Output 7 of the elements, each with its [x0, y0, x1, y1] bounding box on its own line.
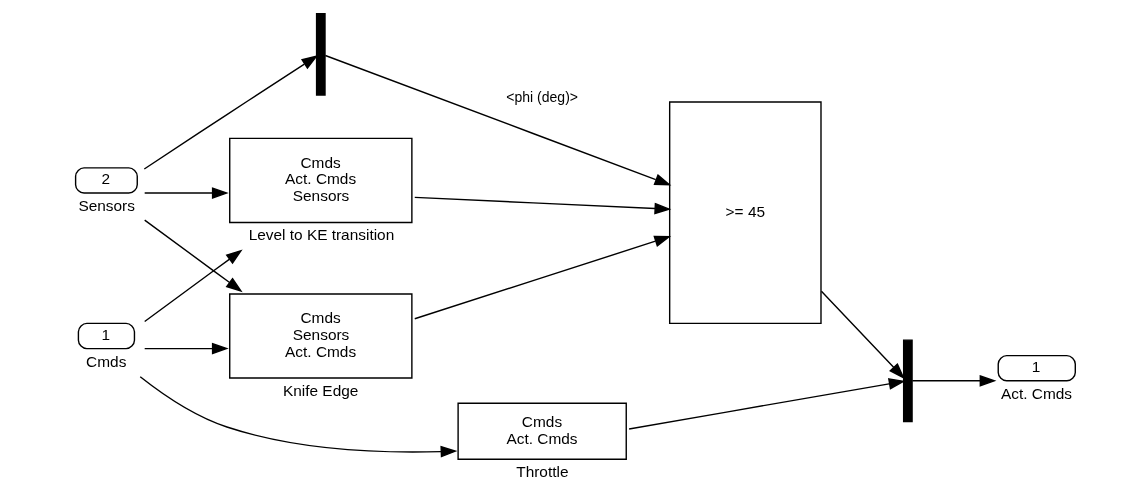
node-label: Knife Edge: [282, 381, 359, 399]
edge-label: <phi (deg)>: [506, 88, 578, 105]
node-label: Cmds: [86, 352, 127, 370]
node-label: Throttle: [516, 463, 569, 481]
node-label: Sensors: [78, 196, 135, 214]
node-label: Act. Cmds: [1001, 384, 1073, 402]
node-label: Level to KE transition: [248, 226, 395, 244]
